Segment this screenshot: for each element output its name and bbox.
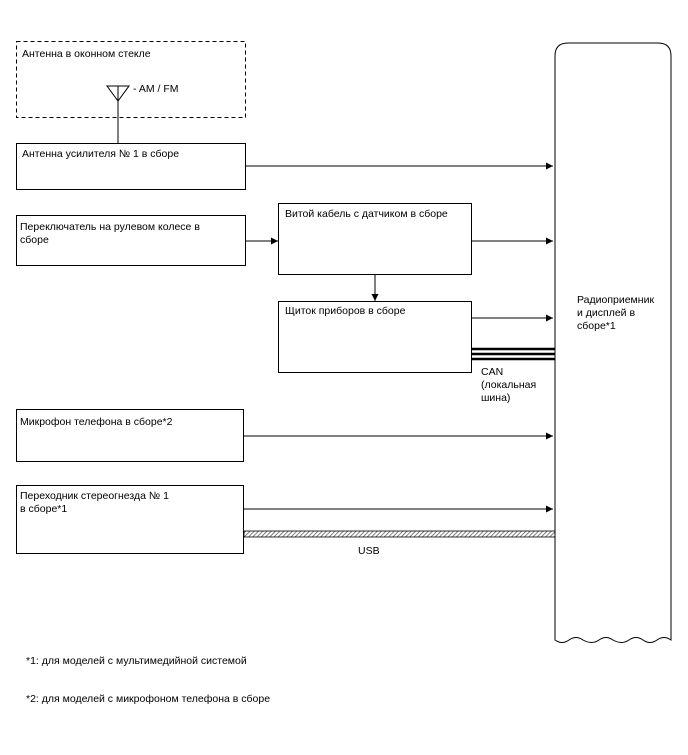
- usb-label: USB: [358, 545, 380, 557]
- antenna-amp-label: Антенна усилителя № 1 в сборе: [22, 148, 180, 160]
- footnote-1: *1: для моделей с мультимедийной системо…: [26, 655, 247, 667]
- radio-receiver-box: [554, 42, 672, 643]
- steering-switch-box: [16, 215, 246, 266]
- microphone-label: Микрофон телефона в сборе*2: [20, 416, 173, 428]
- usb-cable: [243, 530, 556, 538]
- spiral-cable-label: Витой кабель с датчиком в сборе: [285, 208, 448, 220]
- combination-meter-label: Щиток приборов в сборе: [285, 305, 406, 317]
- can-bus-label: CAN (локальная шина): [481, 366, 537, 404]
- stereo-jack-box: [16, 485, 244, 554]
- antenna-amp-box: [16, 143, 246, 190]
- footnote-2: *2: для моделей с микрофоном телефона в …: [26, 693, 271, 705]
- stereo-jack-label: Переходник стереогнезда № 1 в сборе*1: [20, 490, 169, 515]
- radio-receiver-label: Радиоприемник и дисплей в сборе*1: [577, 294, 655, 332]
- antenna-glass-label: Антенна в оконном стекле: [22, 48, 151, 60]
- spiral-cable-box: [278, 203, 472, 275]
- antenna-glass-box: [16, 41, 246, 118]
- combination-meter-box: [278, 301, 472, 373]
- antenna-icon: [106, 85, 130, 143]
- can-bus-lines: [472, 347, 555, 361]
- microphone-box: [16, 409, 244, 462]
- steering-switch-label: Переключатель на рулевом колесе в сборе: [20, 221, 200, 246]
- antenna-band-label: - AM / FM: [133, 83, 179, 95]
